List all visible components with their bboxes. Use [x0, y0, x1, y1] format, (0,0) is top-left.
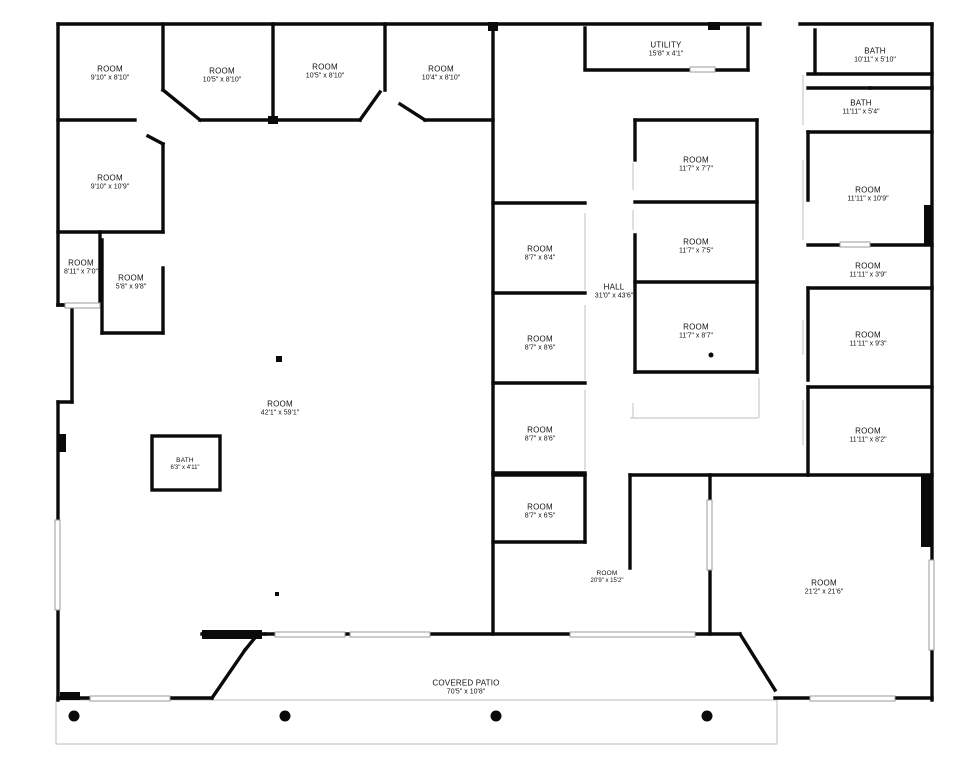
windows: [54, 66, 935, 702]
patio-columns: [68, 352, 714, 722]
patio-outline: [55, 699, 778, 745]
thin-walls: [584, 75, 804, 470]
walls: [56, 22, 934, 702]
wall-blocks: [58, 22, 933, 700]
